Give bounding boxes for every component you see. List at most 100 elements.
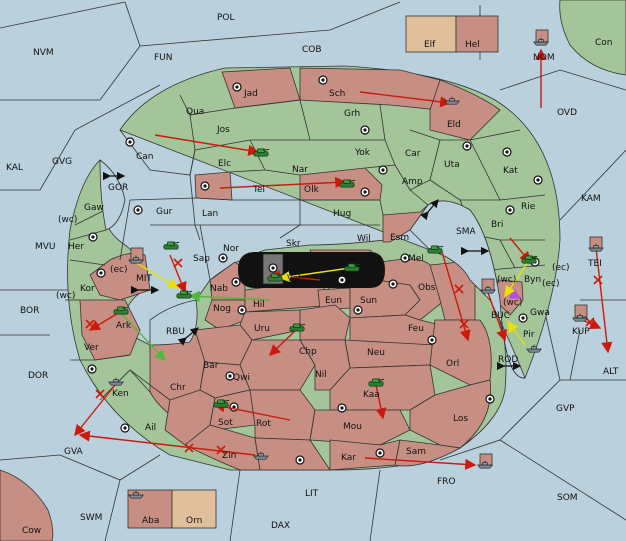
label-hug: Hug [333,209,351,219]
strait-markers [102,171,522,371]
label-esm: Esm [390,233,409,243]
label-nom: NOM [533,53,555,63]
label-nvm: NVM [33,48,54,58]
label-mvu: MVU [35,242,56,252]
territory-chp[interactable] [299,304,351,341]
sc-uru [237,305,247,315]
label-cow: Cow [22,526,41,536]
sc-grh [360,125,370,135]
sc-her [88,232,98,242]
sc-ken [120,423,130,433]
label-ver: Ver [84,343,99,353]
label-ec2: (ec) [552,263,570,273]
label-zin: Zin [222,451,236,461]
sc-gwa [518,313,528,323]
label-alt: ALT [603,367,619,377]
territory-cow[interactable] [0,469,54,541]
label-wc4: (wc) [503,298,522,308]
territory-orn[interactable] [171,489,217,529]
label-wil: Wil [357,234,371,244]
sc-kor [96,268,106,278]
label-obs: Obs [418,283,436,293]
failed-order-marks [85,258,603,455]
unit-fleet-fro[interactable] [477,453,493,469]
label-tei: TEI [587,259,602,269]
territory-rot[interactable] [249,389,316,441]
label-rod: ROD [498,355,518,365]
channel-gor [99,159,126,231]
units [108,29,604,499]
label-fun: FUN [154,53,173,63]
sc-kaa [337,403,347,413]
label-ken: Ken [112,389,129,399]
sc-kat [502,147,512,157]
sc-hug [360,187,370,197]
label-ovd: OVD [557,108,577,118]
sc-gur [133,205,143,215]
label-sam: Sam [406,447,426,457]
unit-fleet-nom[interactable] [533,29,549,46]
unit-fleet-mvu[interactable] [128,247,144,264]
sc-tel [200,181,210,191]
sc-ver [87,364,97,374]
sc-bar [225,371,235,381]
label-her: Her [68,242,84,252]
territory-elf[interactable] [405,15,457,53]
territory-orl[interactable] [429,319,492,386]
order-arrows [74,48,613,470]
label-mou: Mou [343,422,362,432]
label-feu: Feu [408,324,424,334]
label-gaw: Gaw [84,203,104,213]
black-lake [238,252,385,288]
label-ec1: (ec) [110,265,128,275]
label-ark: Ark [116,321,132,331]
unit-fleet-kup[interactable] [572,304,588,322]
label-elc: Elc [218,159,231,169]
label-wc2: (wc) [56,291,75,301]
label-kor: Kor [80,284,95,294]
label-dor: DOR [28,371,48,381]
label-bar: Bar [203,361,219,371]
territory-mel-s[interactable] [377,258,446,321]
unit-army-sap[interactable] [163,241,180,250]
label-neu: Neu [367,348,385,358]
territory-uru[interactable] [239,309,301,341]
label-jad: Jad [243,89,258,99]
label-sap: Sap [193,254,210,264]
territory-eld[interactable] [429,79,501,141]
sc-wil [400,253,410,263]
label-cob: COB [302,45,322,55]
label-mit: MIT [136,274,152,284]
unit-fleet-tei[interactable] [588,236,604,252]
label-chr: Chr [170,383,186,393]
sc-rie [533,175,543,185]
label-qwi: Qwi [233,373,250,383]
owned-territories [79,67,524,471]
label-nog: Nog [213,304,231,314]
sc-skr [268,263,278,273]
label-nar: Nar [292,165,308,175]
unit-fleet-buc[interactable] [480,278,496,294]
label-dax: DAX [271,521,290,531]
label-fro: FRO [437,477,456,487]
label-sun: Sun [360,296,377,306]
label-wc3: (wc) [497,275,516,285]
sc-neu [427,335,437,345]
territory-neu[interactable] [344,339,436,369]
label-mel: Mel [408,254,424,264]
label-jos: Jos [216,125,230,135]
territory-nog[interactable] [204,299,246,331]
label-car: Car [405,149,421,159]
territory-con[interactable] [559,0,626,76]
unit-army-mit[interactable] [176,290,193,299]
label-kal: KAL [6,163,23,173]
channel-rbu [149,299,198,346]
sc-bri [505,205,515,215]
label-gvp: GVP [556,404,575,414]
territory-hel[interactable] [455,15,499,53]
label-sot: Sot [218,418,233,428]
sc-obs [388,279,398,289]
sc-eun [337,275,347,285]
